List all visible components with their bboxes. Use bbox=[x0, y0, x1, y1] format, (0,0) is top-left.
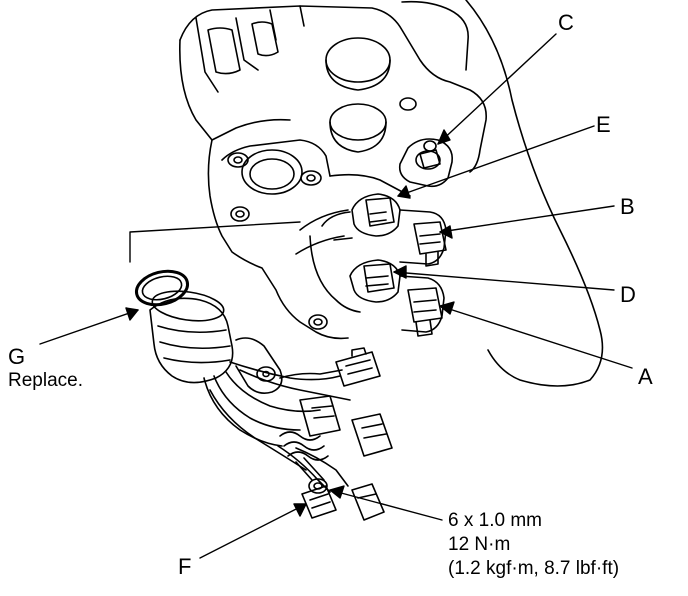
o-ring-replace-note: Replace. bbox=[8, 370, 83, 391]
leader-lines bbox=[39, 33, 633, 559]
callout-c: C bbox=[558, 10, 574, 35]
bolt-size-spec: 6 x 1.0 mm bbox=[448, 510, 542, 531]
callout-b: B bbox=[620, 194, 635, 219]
callout-g: G bbox=[8, 344, 26, 369]
callout-d: D bbox=[620, 282, 636, 307]
callout-f: F bbox=[178, 554, 192, 579]
torque-spec-nm: 12 N·m bbox=[448, 534, 511, 555]
solenoid-valves bbox=[309, 138, 454, 337]
callout-a: A bbox=[638, 364, 653, 389]
wire-harness bbox=[134, 269, 393, 521]
callout-e: E bbox=[596, 112, 611, 137]
torque-spec-alt: (1.2 kgf·m, 8.7 lbf·ft) bbox=[448, 558, 620, 579]
transmission-housing bbox=[179, 0, 604, 387]
